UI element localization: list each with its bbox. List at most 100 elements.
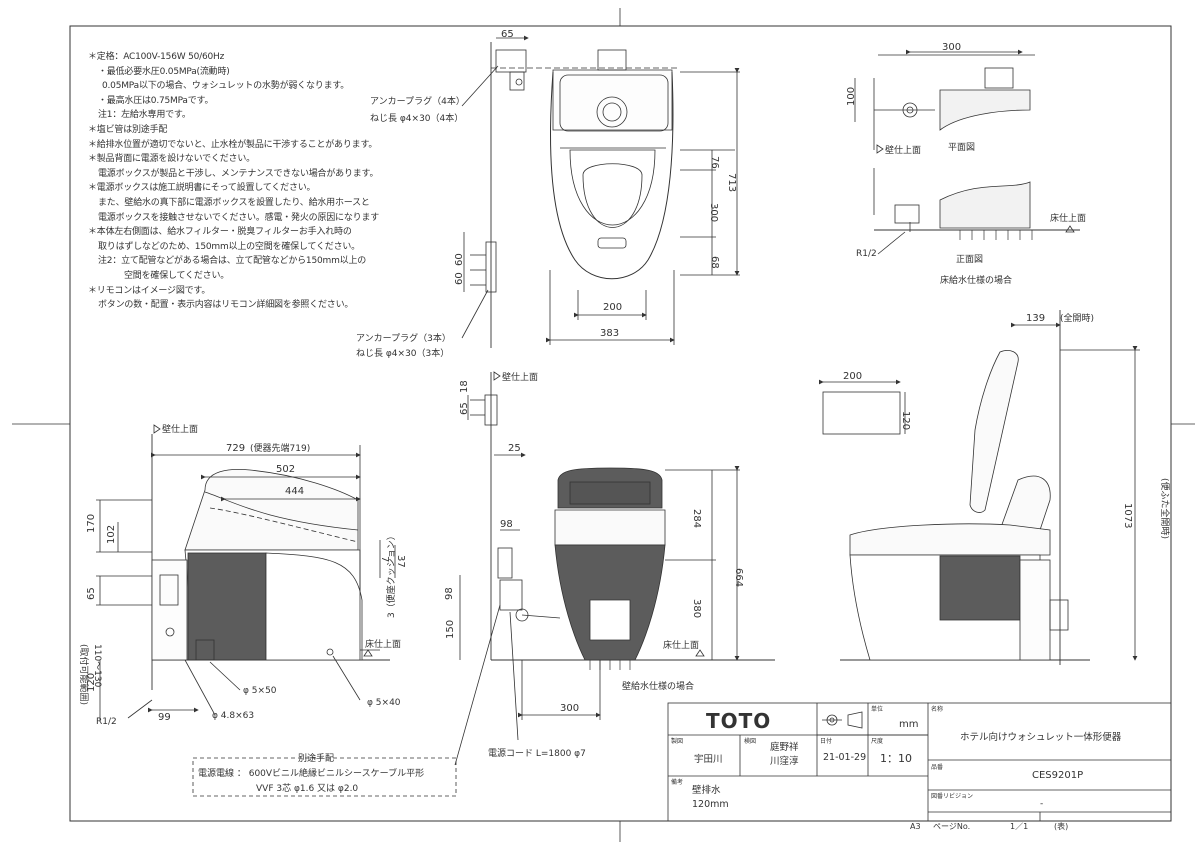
dim-139: 139 <box>1026 313 1045 324</box>
note-line: 注1：左給水専用です。 <box>98 110 191 121</box>
checked-by-2: 川窪淳 <box>770 755 799 767</box>
note-line: ＊リモコンはイメージ図です。 <box>88 285 211 296</box>
bowl-tip-label: (便器先端719) <box>250 442 310 454</box>
label-text: アンカープラグ（4本） ねじ長 φ4×30（4本） アンカープラグ（3本） ねじ… <box>78 95 1171 794</box>
separate-arrangement-title: 別途手配 <box>298 752 334 764</box>
unit-label: 単位 <box>871 705 883 713</box>
dim-68: 68 <box>709 256 720 269</box>
note-line: 取りはずしなどのため、150mm以上の空間を確保してください。 <box>98 241 360 252</box>
separate-arrangement-box <box>192 757 457 797</box>
datum-symbols <box>153 144 1075 657</box>
note-line: また、壁給水の真下部に電源ボックスを設置したり、給水用ホースと <box>98 197 370 208</box>
brand-logo: TOTO <box>706 709 771 733</box>
dim-713: 713 <box>726 173 737 192</box>
product-name: ホテル向けウォシュレット一体形便器 <box>960 731 1122 743</box>
install-range-value: 110〜130 <box>92 644 102 688</box>
plan-detail <box>854 49 1080 255</box>
date-label: 日付 <box>820 737 832 745</box>
power-cord-label: 電源コード L=1800 φ7 <box>488 748 586 759</box>
dim-200-top: 200 <box>603 302 622 313</box>
screw-48x63-label: φ 4.8×63 <box>212 711 254 721</box>
dim-100: 100 <box>846 87 857 106</box>
note-line: ・最低必要水圧0.05MPa(流動時) <box>98 66 230 77</box>
full-open-label: (全開時) <box>1060 312 1094 324</box>
scale-label: 尺度 <box>871 737 883 745</box>
plan-view-label: 平面図 <box>948 142 975 153</box>
side-view-left <box>96 434 396 720</box>
floor-supply-label: 床給水仕様の場合 <box>940 274 1012 286</box>
note-line: ・最高水圧は0.75MPaです。 <box>98 95 214 106</box>
anchor-screw-3-label: ねじ長 φ4×30（3本） <box>356 347 449 359</box>
dim-383: 383 <box>600 328 619 339</box>
drawing-date: 21-01-29 <box>823 752 866 763</box>
drawn-by: 宇田川 <box>694 753 723 765</box>
dim-37: 37 <box>395 555 406 568</box>
dim-170: 170 <box>86 514 97 533</box>
dim-7: 7 <box>379 556 390 562</box>
side-view-right <box>819 310 1140 665</box>
check-label: 検図 <box>744 737 756 745</box>
dim-729: 729 <box>226 443 245 454</box>
title-block-text: TOTO 単位 mm 名称 ホテル向けウォシュレット一体形便器 製図 宇田川 検… <box>671 705 1122 831</box>
r12-label-side: R1/2 <box>96 717 117 727</box>
dim-98-v: 98 <box>444 587 455 600</box>
projection-icon <box>822 711 863 729</box>
note-line: 0.05MPa以下の場合、ウォシュレットの水勢が弱くなります。 <box>102 81 350 92</box>
page-note: (表) <box>1054 821 1068 831</box>
dim-60-b: 60 <box>454 272 465 285</box>
dim-98-h: 98 <box>500 519 513 530</box>
page-label: ページNo. <box>933 822 970 831</box>
dim-1073: 1073 <box>1122 503 1133 528</box>
note-line: ＊塩ビ管は別途手配 <box>88 124 168 135</box>
floor-finish-label-small: 床仕上面 <box>1050 212 1086 224</box>
model-number: CES9201P <box>1032 770 1083 781</box>
dim-99: 99 <box>158 712 171 723</box>
unit-value: mm <box>899 719 918 730</box>
wall-finish-label-front: 壁仕上面 <box>502 371 538 383</box>
note-line: ＊製品背面に電源を設けないでください。 <box>88 154 255 165</box>
dimension-text: 65 300 100 713 76 300 68 200 383 60 60 1… <box>86 29 1133 723</box>
drawing-border <box>69 25 1172 822</box>
dim-200-remote: 200 <box>843 371 862 382</box>
note-line: 電源ボックスを接触させないでください。感電・発火の原因になります <box>98 212 380 223</box>
remarks-label: 備考 <box>671 778 683 786</box>
anchor-plug-4-label: アンカープラグ（4本） <box>370 95 465 107</box>
anchor-plug-3-label: アンカープラグ（3本） <box>356 332 451 344</box>
dim-25: 25 <box>508 443 521 454</box>
dim-444: 444 <box>285 486 304 497</box>
note-line: ＊給排水位置が適切でないと、止水栓が製品に干渉することがあります。 <box>88 139 378 150</box>
dim-60-a: 60 <box>454 253 465 266</box>
revision-label: 図番リビジョン <box>931 792 973 800</box>
dim-380: 380 <box>691 599 702 618</box>
note-line: ＊定格：AC100V-156W 50/60Hz <box>88 52 225 62</box>
dim-76: 76 <box>709 156 720 169</box>
separate-arrangement-line2: VVF 3芯 φ1.6 又は φ2.0 <box>256 782 358 794</box>
drawn-label: 製図 <box>671 737 683 745</box>
dim-664: 664 <box>733 568 744 587</box>
anchor-screw-4-label: ねじ長 φ4×30（4本） <box>370 112 463 124</box>
install-range-label: (取付可能範囲) <box>78 644 90 705</box>
dim-300-front: 300 <box>560 703 579 714</box>
dim-284: 284 <box>691 509 702 528</box>
dim-502: 502 <box>276 464 295 475</box>
spec-notes: ＊定格：AC100V-156W 50/60Hz ・最低必要水圧0.05MPa(流… <box>88 50 408 313</box>
r12-label-small: R1/2 <box>856 249 877 259</box>
registration-marks <box>12 8 1195 842</box>
note-line: ＊本体左右側面は、給水フィルター・脱臭フィルターお手入れ時の <box>88 227 352 238</box>
note-line: ＊電源ボックスは施工説明書にそって設置してください。 <box>88 183 316 194</box>
model-label: 品番 <box>931 764 943 771</box>
sheet-size: A3 <box>910 822 921 831</box>
dim-65-side: 65 <box>86 587 97 600</box>
separate-arrangement-line1: 電源電線 ： 600Vビニル絶縁ビニルシースケーブル平形 <box>198 767 424 779</box>
note-line: ボタンの数・配置・表示内容はリモコン詳細図を参照ください。 <box>98 300 354 311</box>
wall-finish-label-side: 壁仕上面 <box>162 423 198 435</box>
dim-18: 18 <box>459 380 470 393</box>
remarks-line1: 壁排水 <box>692 784 721 796</box>
wall-finish-label-plan: 壁仕上面 <box>885 144 921 156</box>
revision-value: - <box>1040 799 1043 809</box>
remarks-line2: 120mm <box>692 799 729 810</box>
page-number: 1／1 <box>1010 822 1028 831</box>
screw-5x40-label: φ 5×40 <box>367 698 401 708</box>
